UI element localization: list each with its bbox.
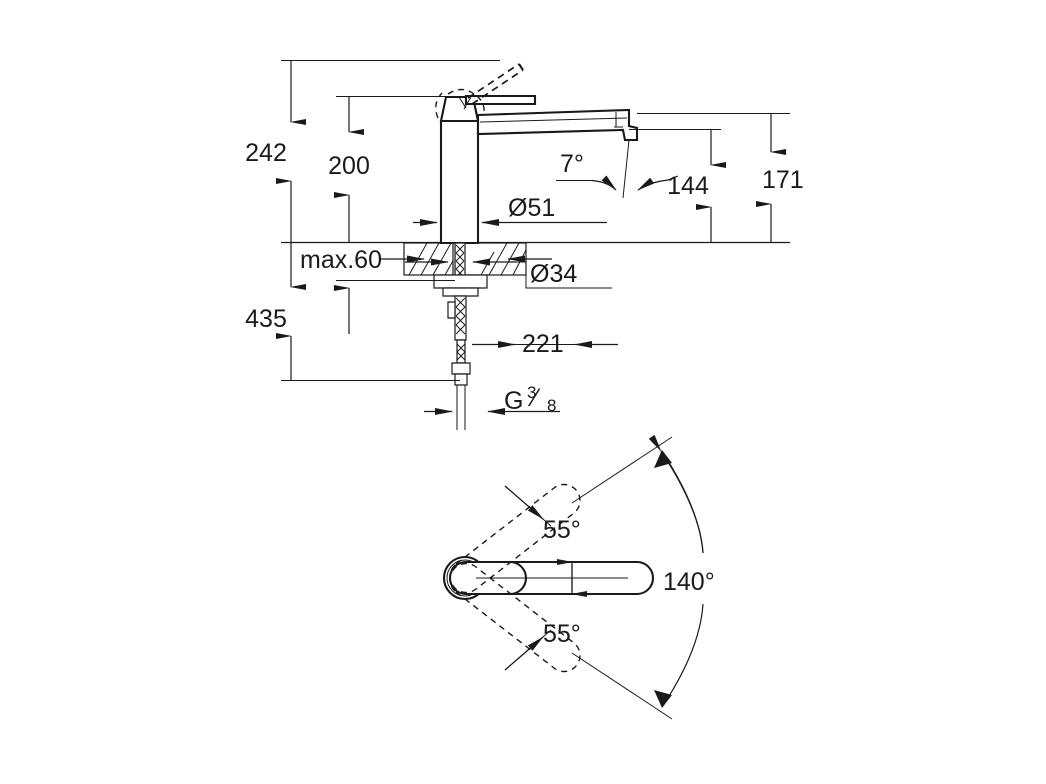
dimension-label-diameter-34: Ø34 <box>530 260 577 288</box>
dimension-label-242: 242 <box>245 139 287 167</box>
dimension-label-diameter-51: Ø51 <box>508 194 555 222</box>
dimension-body-diameter-51: Ø51 <box>413 194 607 226</box>
dimension-hole-diameter-34: Ø34 <box>405 258 612 289</box>
dimension-label-max60: max.60 <box>300 246 382 274</box>
angle-lower-55: 55° <box>504 564 587 671</box>
dimension-spout-angle-7deg: 7° <box>556 150 679 191</box>
angle-label-upper-55: 55° <box>543 516 581 544</box>
angle-upper-55: 55° <box>504 485 581 592</box>
spout-arm <box>476 108 639 142</box>
angle-label-total-140: 140° <box>663 568 715 596</box>
hose-braid-texture-lower <box>456 343 466 361</box>
dimension-label-144: 144 <box>667 172 709 200</box>
aerator-axis-line <box>622 139 630 199</box>
dimension-label-171: 171 <box>762 166 804 194</box>
dimension-spout-height-144: 144 <box>629 129 726 243</box>
plan-spout-lower-position <box>449 562 581 673</box>
plan-spout-center <box>448 560 655 596</box>
dimension-counter-thickness-max60: max.60 <box>300 246 552 274</box>
dimension-hose-length-221: 221 <box>472 330 618 358</box>
mounting-shank <box>433 242 488 297</box>
dimension-body-height-200: 200 <box>328 96 455 243</box>
faucet-body <box>439 95 480 245</box>
hose-braid-texture <box>455 297 466 335</box>
dimension-label-7deg: 7° <box>560 150 584 178</box>
lever-handle <box>464 94 537 106</box>
dimension-label-221: 221 <box>522 330 564 358</box>
angle-label-lower-55: 55° <box>543 620 581 648</box>
dimension-label-thread-numerator: 3 <box>527 383 536 402</box>
dimension-label-thread-letter: G <box>504 387 523 415</box>
dimension-thread-g38: G 3 ⁄ 8 <box>424 383 560 415</box>
handle-swivel-indicator <box>435 88 485 120</box>
dimension-label-thread-denominator: 8 <box>547 396 556 415</box>
lever-handle-open-position <box>467 63 524 105</box>
plan-view-swivel: 55° 55° 140° <box>442 434 715 720</box>
elevation-view: 242 200 max.60 435 <box>245 60 804 430</box>
supply-hose <box>447 295 471 430</box>
dimension-label-435: 435 <box>245 305 287 333</box>
dimension-spout-outer-height-171: 171 <box>637 113 804 243</box>
angle-total-140: 140° <box>571 434 715 720</box>
dimension-label-200: 200 <box>328 152 370 180</box>
dimension-total-length-435: 435 <box>245 243 460 381</box>
